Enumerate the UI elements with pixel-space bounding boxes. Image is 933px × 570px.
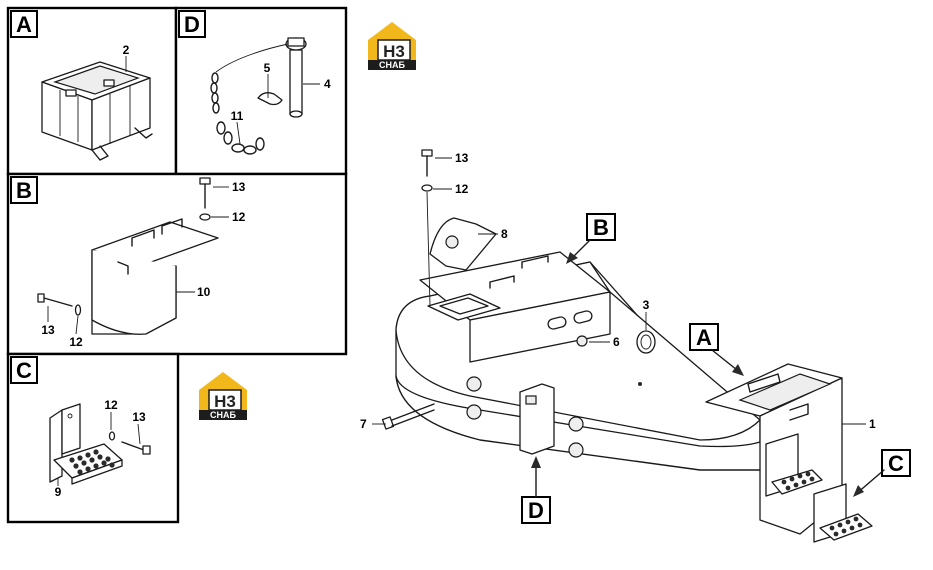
ring-part-3	[636, 330, 656, 354]
bracket-part-8	[429, 217, 497, 271]
main-tag-a: A	[689, 323, 744, 376]
callout-11: 11	[231, 109, 244, 123]
svg-text:B: B	[16, 178, 32, 203]
battery-box-part	[41, 61, 153, 161]
bolt-main-top	[421, 149, 433, 177]
step-holes	[69, 449, 115, 475]
main-tag-d: D	[521, 456, 551, 524]
callout-12-c: 12	[104, 398, 118, 412]
callout-6: 6	[613, 335, 620, 349]
callout-4: 4	[324, 77, 331, 91]
callout-2: 2	[123, 43, 130, 57]
svg-text:A: A	[16, 12, 32, 37]
inset-b-frame	[6, 172, 348, 356]
callout-13-main: 13	[455, 151, 469, 165]
callout-12-b-left: 12	[69, 335, 83, 349]
svg-text:D: D	[184, 12, 200, 37]
callout-12-b-top: 12	[232, 210, 246, 224]
inset-c-tag: C	[10, 356, 38, 384]
callout-13-b-left: 13	[41, 323, 55, 337]
brand-logo-top: H3 CHAБ	[368, 22, 416, 70]
svg-text:D: D	[528, 498, 544, 523]
main-tag-b: B	[566, 213, 616, 264]
nut-part-6	[576, 335, 588, 347]
svg-text:CHAБ: CHAБ	[210, 410, 236, 420]
step-part	[49, 403, 123, 485]
main-tag-c: C	[853, 449, 911, 497]
main-step-upper	[765, 433, 823, 497]
bolt-b-left	[37, 293, 73, 307]
svg-text:C: C	[888, 451, 904, 476]
svg-text:C: C	[16, 358, 32, 383]
callout-9: 9	[55, 485, 62, 499]
long-bolt-part-7	[381, 403, 435, 430]
svg-text:A: A	[696, 325, 712, 350]
inset-d-tag: D	[178, 10, 206, 38]
washer-b-left	[74, 304, 82, 316]
callout-3: 3	[643, 298, 650, 312]
svg-text:CHAБ: CHAБ	[379, 60, 405, 70]
svg-text:H3: H3	[383, 42, 405, 61]
main-step-lower	[813, 483, 873, 543]
snap-hook-part	[216, 121, 265, 155]
inset-a-tag: A	[10, 10, 38, 38]
clip-part	[257, 92, 283, 106]
locking-pin-part	[285, 37, 307, 118]
cover-part	[91, 218, 219, 335]
washer-main-top	[421, 184, 433, 192]
callout-8: 8	[501, 227, 508, 241]
washer-c	[108, 431, 116, 441]
callout-13-b-top: 13	[232, 180, 246, 194]
washer-b-top	[199, 213, 211, 221]
svg-text:B: B	[593, 215, 609, 240]
bolt-b-top	[199, 177, 211, 209]
callout-10: 10	[197, 285, 211, 299]
brand-logo-middle: H3 CHAБ	[199, 372, 247, 420]
callout-12-main: 12	[455, 182, 469, 196]
bolt-c	[121, 441, 151, 455]
chain-part	[210, 43, 289, 114]
callout-7: 7	[360, 417, 367, 431]
svg-text:H3: H3	[214, 392, 236, 411]
inset-b-tag: B	[10, 176, 38, 204]
callout-5: 5	[264, 61, 271, 75]
callout-13-c: 13	[132, 410, 146, 424]
callout-1: 1	[869, 417, 876, 431]
